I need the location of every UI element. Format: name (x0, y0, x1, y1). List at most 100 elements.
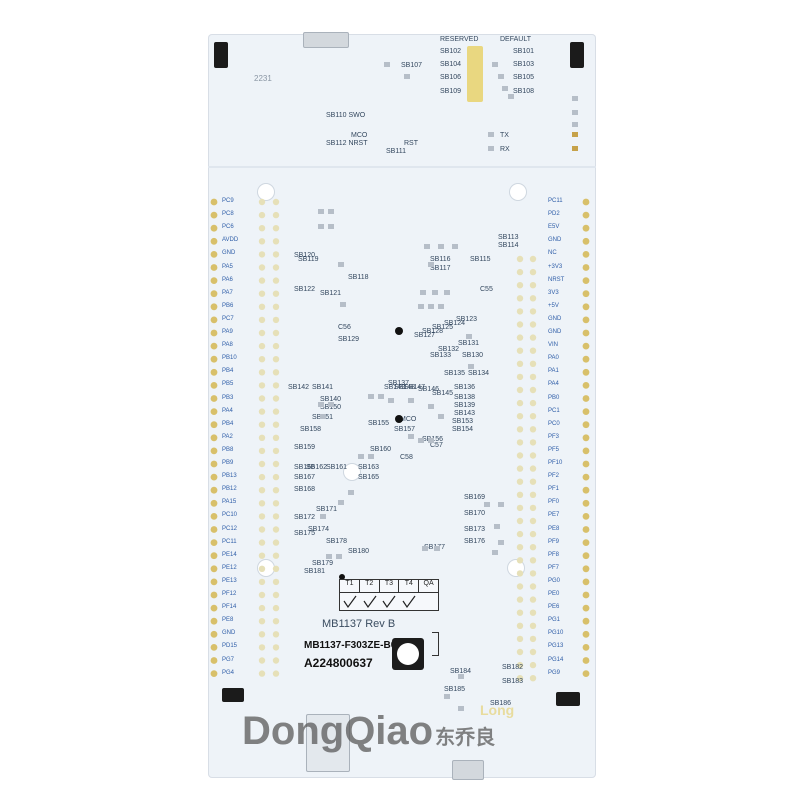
right-inner-pin (516, 491, 524, 498)
left-inner-pin (258, 303, 266, 310)
component-label: SB117 (430, 265, 451, 272)
right-outer-pin (582, 565, 590, 573)
jumper-top-left (214, 37, 228, 73)
left-pin-label: PA15 (222, 499, 237, 506)
right-inner-pin (529, 426, 537, 433)
right-inner-pin (529, 308, 537, 315)
smd-pad (378, 394, 384, 399)
default-label: DEFAULT (500, 36, 531, 43)
left-pin-label: PA6 (222, 276, 233, 283)
smd-pad (468, 364, 474, 369)
right-inner-pin (529, 622, 537, 629)
left-inner-pin (272, 657, 280, 664)
fiducial-dot (339, 574, 345, 580)
left-inner-pin (272, 356, 280, 363)
left-inner-pin (272, 539, 280, 546)
tx-label: TX (500, 132, 509, 139)
left-inner-pin (272, 421, 280, 428)
right-pin-label: PF8 (548, 551, 560, 558)
right-inner-pin (529, 491, 537, 498)
smd-pad (404, 74, 410, 79)
left-inner-pin (258, 565, 266, 572)
left-outer-pin (210, 499, 218, 507)
swo-label: SB110 SWO (326, 112, 366, 119)
component-label: SB183 (502, 678, 524, 685)
right-pin-label: PF5 (548, 446, 560, 453)
smd-pad (320, 414, 326, 419)
right-pin-label: PC1 (548, 407, 560, 414)
component-label: SB153 (452, 418, 474, 425)
component-label: SB135 (444, 370, 466, 377)
watermark-small: Long (480, 702, 515, 718)
left-pin-label: PB9 (222, 460, 234, 466)
sb-default-0: SB101 (513, 48, 535, 55)
left-pin-label: PB12 (222, 486, 237, 493)
component-label: SB184 (450, 668, 472, 675)
left-inner-pin (258, 618, 266, 625)
component-label: SB121 (320, 290, 342, 297)
smd-pad (502, 86, 508, 91)
left-inner-pin (258, 447, 266, 455)
left-pin-label: PC8 (222, 211, 234, 218)
right-pin-label: PG9 (548, 669, 561, 676)
smd-pad (484, 502, 490, 507)
smd-pad (498, 502, 504, 507)
left-outer-pin (210, 211, 218, 219)
component-label: SB149 (384, 384, 406, 391)
right-inner-pin (529, 295, 537, 302)
left-pin-label: PB8 (222, 446, 234, 453)
smd-pad (420, 290, 426, 295)
component-label: SB131 (458, 340, 480, 347)
sb111-label: SB111 (386, 148, 406, 155)
right-outer-pin (582, 316, 590, 324)
test-checkbox-table: T1 T2 T3 T4 QA (339, 579, 439, 611)
watermark: DongQiao 东乔良 (242, 704, 495, 754)
component-label: SB142 (288, 384, 310, 391)
left-pin-label: PC10 (222, 512, 238, 519)
smd-pad (572, 122, 578, 127)
led-pad (572, 132, 578, 137)
left-pin-label: GND (222, 630, 236, 637)
left-inner-pin (258, 251, 266, 258)
left-outer-pin (210, 277, 218, 284)
left-inner-pin (272, 211, 280, 219)
left-inner-pin (272, 631, 280, 638)
smd-pad (428, 262, 434, 267)
right-inner-pin (529, 478, 537, 485)
right-inner-pin (529, 530, 537, 538)
smd-pad (572, 110, 578, 115)
right-outer-pin (582, 303, 590, 311)
right-inner-pin (516, 517, 524, 525)
smd-pad (408, 434, 414, 439)
right-pin-label: PE0 (548, 591, 560, 597)
left-outer-pin (210, 421, 218, 429)
left-outer-pin (210, 565, 218, 573)
test-col-t2: T2 (360, 580, 380, 592)
left-outer-pin (210, 473, 218, 481)
component-label: SB155 (368, 420, 390, 427)
right-inner-pin (529, 413, 537, 420)
smd-pad (318, 224, 324, 229)
left-outer-pin (210, 617, 218, 625)
right-outer-pin (582, 434, 590, 442)
right-inner-pin (516, 635, 524, 643)
left-pin-label: PA8 (222, 342, 233, 349)
component-label: SB171 (316, 506, 338, 513)
left-inner-pin (272, 460, 280, 468)
right-inner-pin (529, 255, 537, 263)
component-label: SB119 (298, 256, 319, 263)
left-outer-pin (210, 539, 218, 546)
reserved-label: RESERVED (440, 36, 479, 43)
left-outer-pin (210, 224, 218, 232)
component-label: SB174 (308, 526, 330, 533)
right-outer-pin (582, 421, 590, 429)
left-inner-pin (258, 395, 266, 402)
right-inner-pin (529, 648, 537, 656)
right-inner-pin (529, 504, 537, 512)
test-col-qa: QA (423, 580, 434, 587)
component-label: SB128 (422, 328, 444, 335)
component-label: SB161 (326, 464, 348, 471)
right-pin-label: PF9 (548, 538, 560, 545)
smd-pad (428, 304, 434, 309)
right-pin-label: PG13 (548, 643, 564, 650)
